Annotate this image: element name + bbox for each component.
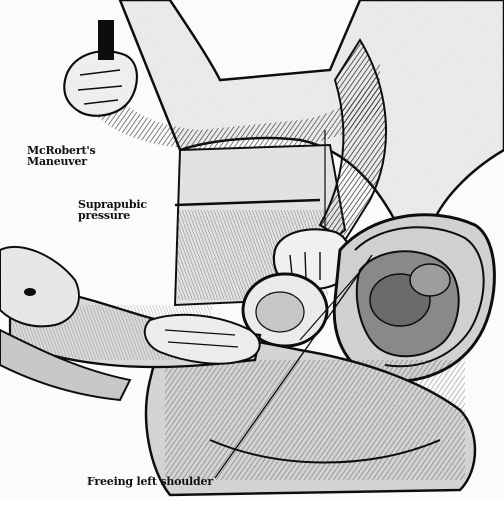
label-mcroberts-line2: Maneuver	[27, 156, 117, 167]
label-mcroberts-maneuver: McRobert's Maneuver	[27, 145, 117, 167]
leg-bar	[98, 20, 114, 60]
label-freeing-shoulder: Freeing left shoulder	[87, 476, 237, 487]
patient-foot	[0, 247, 79, 326]
label-suprapubic-pressure: Suprapubic pressure	[78, 199, 168, 221]
label-suprapubic-line2: pressure	[78, 210, 168, 221]
attendant-hand-top	[64, 51, 137, 116]
label-shoulder-text: Freeing left shoulder	[87, 476, 237, 487]
drawing-group	[0, 0, 504, 495]
